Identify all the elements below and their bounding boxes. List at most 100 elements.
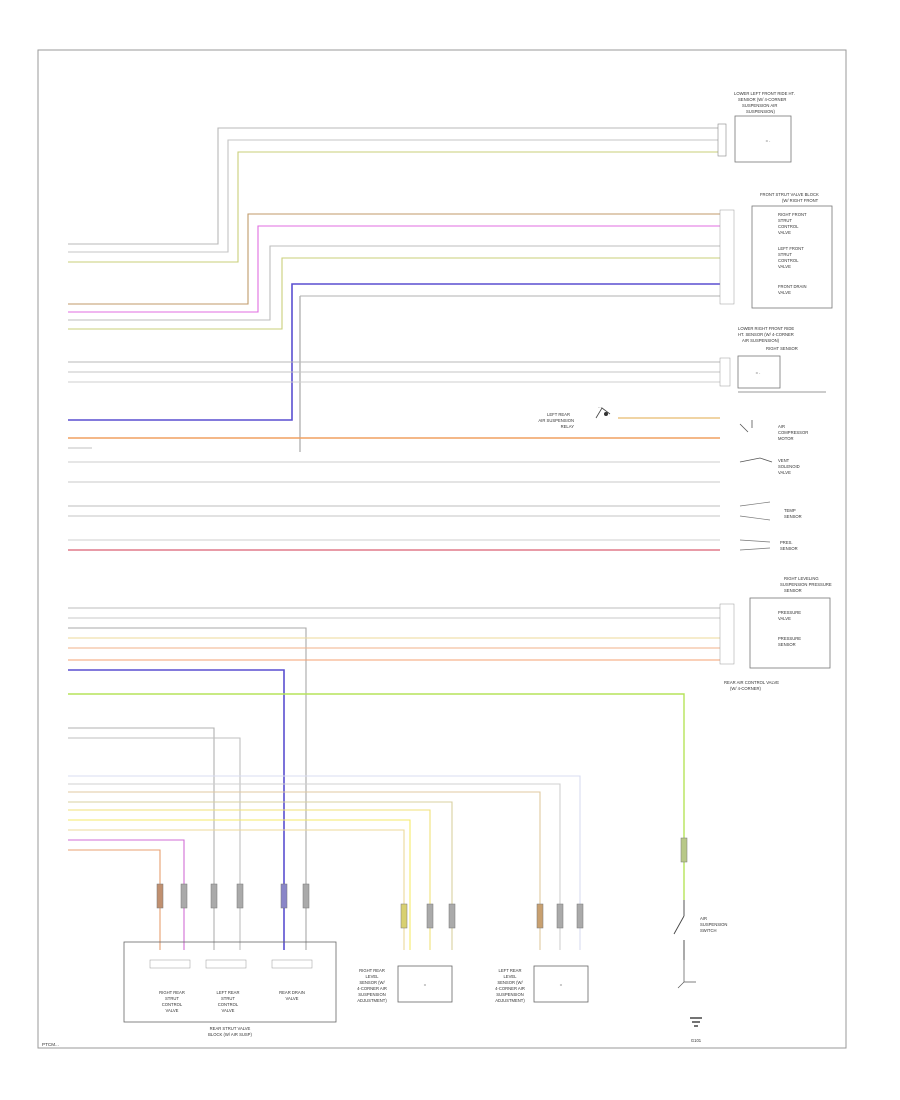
switch-label-3: SWITCH <box>700 928 717 933</box>
valve-lf-4: VALVE <box>778 264 791 269</box>
lrsv-3: CONTROL <box>218 1002 239 1007</box>
wire-group-lf-sensor <box>68 127 718 263</box>
vent-label-2: SOLENOID <box>778 464 800 469</box>
rear-pres-valve-1: PRESSURE <box>778 610 801 615</box>
svg-text:...: ... <box>598 404 602 409</box>
lf-sensor-label-3: SUSPENSION AIR <box>742 103 777 108</box>
lrsv-1: LEFT REAR <box>217 990 240 995</box>
ground-symbol: G101 <box>690 1017 702 1043</box>
front-valve-label-1: FRONT STRUT VALVE BLOCK <box>760 192 819 197</box>
vent-valve: VENT SOLENOID VALVE <box>739 457 800 475</box>
front-valve-label-2: (W/ RIGHT FRONT <box>782 198 819 203</box>
svg-text:=: = <box>560 982 563 987</box>
rear-pres-sensor-1: PRESSURE <box>778 636 801 641</box>
valve-lf-2: STRUT <box>778 252 792 257</box>
lf-sensor-label-4: SUSPENSION) <box>746 109 775 114</box>
rear-pres-valve-2: VALVE <box>778 616 791 621</box>
ground-label: G101 <box>691 1038 702 1043</box>
wire-group-front-valve <box>68 213 720 452</box>
footer-code: PTCM... <box>42 1042 59 1047</box>
relay-left-2: AIR SUSPENSION <box>538 418 574 423</box>
rr-sensor-4: 4-CORNER AIR <box>357 986 387 991</box>
wire-group-compressor <box>68 417 720 463</box>
pres-label-2: SENSOR <box>780 546 798 551</box>
lr-sensor-3: SENSOR (W/ <box>497 980 523 985</box>
lrsv-4: VALVE <box>222 1008 235 1013</box>
switch-label-1: AIR <box>700 916 707 921</box>
air-suspension-switch: AIR SUSPENSION SWITCH <box>673 900 727 989</box>
valve-fdrain-2: VALVE <box>778 290 791 295</box>
svg-text:= .: = . <box>756 370 761 375</box>
rear-valves-caption-1: REAR STRUT VALVE <box>210 1026 251 1031</box>
rdrain-2: VALVE <box>286 996 299 1001</box>
valve-rf-3: CONTROL <box>778 224 799 229</box>
lrsv-2: STRUT <box>221 996 235 1001</box>
rear-valve-block: RIGHT REAR STRUT CONTROL VALVE LEFT REAR… <box>123 941 337 1037</box>
lr-sensor-4: 4-CORNER AIR <box>495 986 525 991</box>
lr-sensor-1: LEFT REAR <box>499 968 522 973</box>
lower-right-front-sensor: = . LOWER RIGHT FRONT RIDE HT. SENSOR (W… <box>719 326 826 393</box>
lr-sensor-5: SUSPENSION <box>496 992 523 997</box>
connector-clips <box>156 837 688 929</box>
relay-left-3: RELAY <box>561 424 575 429</box>
valve-lf-1: LEFT FRONT <box>778 246 804 251</box>
rr-sensor-1: RIGHT REAR <box>359 968 385 973</box>
motor-label-2: COMPRESSOR <box>778 430 808 435</box>
rear-pres-sensor-2: SENSOR <box>778 642 796 647</box>
lr-sensor-2: LEVEL <box>503 974 517 979</box>
compressor-motor: AIR COMPRESSOR MOTOR <box>739 420 808 441</box>
wire-group-rear-level <box>68 607 720 950</box>
rr-sensor-3: SENSOR (W/ <box>359 980 385 985</box>
wire-group-sensors <box>68 481 720 551</box>
rdrain-1: REAR DRAIN <box>279 990 305 995</box>
rrsv-1: RIGHT REAR <box>159 990 185 995</box>
rear-valve-caption-1: REAR AIR CONTROL VALVE <box>724 680 779 685</box>
rr-sensor-2: LEVEL <box>365 974 379 979</box>
valve-fdrain-1: FRONT DRAIN <box>778 284 807 289</box>
rf-sensor-label-4: RIGHT SENSOR <box>766 346 798 351</box>
pressure-sensor: PRES. SENSOR <box>739 539 798 551</box>
wire-group-lower <box>68 727 581 950</box>
rr-sensor-6: ADJUSTMENT) <box>357 998 387 1003</box>
right-rear-sensor: = RIGHT REAR LEVEL SENSOR (W/ 4-CORNER A… <box>357 965 453 1003</box>
rf-sensor-label-1: LOWER RIGHT FRONT RIDE <box>738 326 794 331</box>
rear-level-block: RIGHT LEVELING SUSPENSION PRESSURE SENSO… <box>719 576 832 691</box>
valve-rf-2: STRUT <box>778 218 792 223</box>
vent-label-1: VENT <box>778 458 790 463</box>
pres-label-1: PRES. <box>780 540 793 545</box>
diagram-border <box>37 49 847 1049</box>
valve-rf-1: RIGHT FRONT <box>778 212 807 217</box>
left-rear-sensor: = LEFT REAR LEVEL SENSOR (W/ 4-CORNER AI… <box>495 965 589 1003</box>
temp-sensor: TEMP SENSOR <box>739 501 802 521</box>
valve-rf-4: VALVE <box>778 230 791 235</box>
rear-level-2: SUSPENSION PRESSURE <box>780 582 832 587</box>
front-valve-block: FRONT STRUT VALVE BLOCK (W/ RIGHT FRONT … <box>719 192 833 309</box>
lf-sensor-label-1: LOWER LEFT FRONT RIDE HT. <box>734 91 795 96</box>
lower-left-front-sensor: = . LOWER LEFT FRONT RIDE HT. SENSOR (W/… <box>717 91 795 163</box>
temp-label-2: SENSOR <box>784 514 802 519</box>
rear-level-3: SENSOR <box>784 588 802 593</box>
relay-symbol: ... LEFT REAR AIR SUSPENSION RELAY <box>538 404 611 429</box>
rf-sensor-label-3: AIR SUSPENSION) <box>742 338 780 343</box>
rr-sensor-5: SUSPENSION <box>358 992 385 997</box>
rear-valve-caption-2: (W/ 4-CORNER) <box>730 686 762 691</box>
lr-sensor-6: ADJUSTMENT) <box>495 998 525 1003</box>
temp-label-1: TEMP <box>784 508 796 513</box>
svg-text:= .: = . <box>766 138 771 143</box>
vent-label-3: VALVE <box>778 470 791 475</box>
relay-left-1: LEFT REAR <box>547 412 570 417</box>
rear-level-1: RIGHT LEVELING <box>784 576 819 581</box>
rrsv-3: CONTROL <box>162 1002 183 1007</box>
rrsv-2: STRUT <box>165 996 179 1001</box>
wire-group-rf-sensor <box>68 361 720 383</box>
motor-label-3: MOTOR <box>778 436 794 441</box>
rear-valves-caption-2: BLOCK (W/ AIR SUSP) <box>208 1032 252 1037</box>
switch-label-2: SUSPENSION <box>700 922 727 927</box>
svg-text:=: = <box>424 982 427 987</box>
lf-sensor-label-2: SENSOR (W/ 4-CORNER <box>738 97 786 102</box>
valve-lf-3: CONTROL <box>778 258 799 263</box>
rrsv-4: VALVE <box>166 1008 179 1013</box>
motor-label-1: AIR <box>778 424 785 429</box>
